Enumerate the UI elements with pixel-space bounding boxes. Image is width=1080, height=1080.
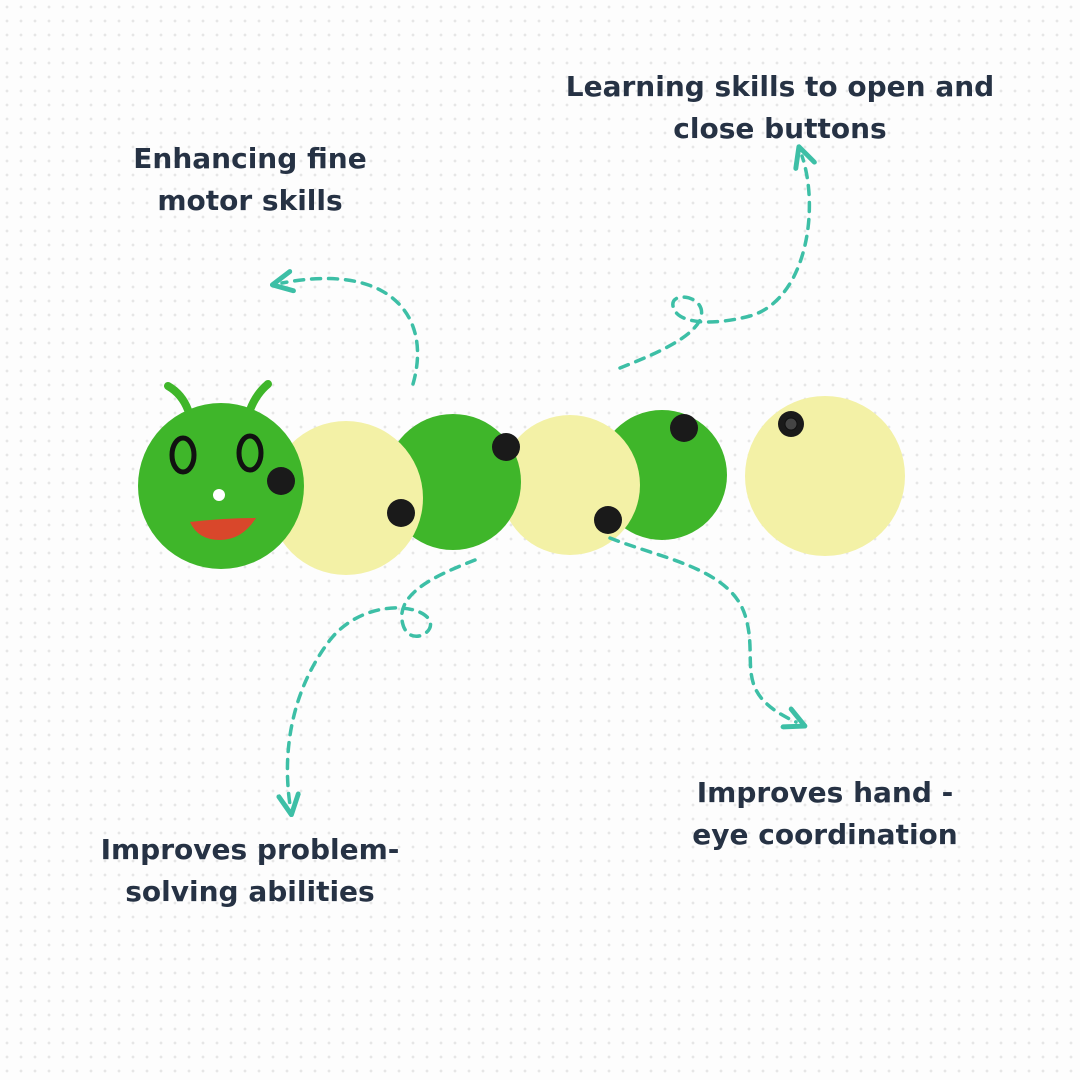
yellow-felt-segment — [745, 396, 905, 556]
felt-button — [387, 499, 415, 527]
yellow-felt-segment — [500, 415, 640, 555]
label-line: Improves hand - — [696, 776, 954, 809]
antenna — [246, 380, 272, 414]
label-line: Enhancing fine — [133, 142, 367, 175]
felt-button — [492, 433, 520, 461]
yellow-felt-segment — [269, 421, 423, 575]
felt-button — [670, 414, 698, 442]
antenna — [164, 382, 192, 414]
label-line: close buttons — [673, 112, 887, 145]
eye — [169, 435, 197, 475]
felt-button — [267, 467, 295, 495]
label-hand-eye-coordination: Improves hand - eye coordination — [660, 772, 990, 856]
nose — [213, 489, 225, 501]
arrow-problem-solving-icon — [276, 558, 477, 818]
eye — [236, 433, 264, 473]
label-fine-motor-skills: Enhancing fine motor skills — [100, 138, 400, 222]
label-line: motor skills — [157, 184, 343, 217]
arrow-buttons-icon — [618, 144, 817, 370]
label-line: Improves problem- — [100, 833, 400, 866]
label-line: eye coordination — [692, 818, 958, 851]
label-line: Learning skills to open and — [565, 70, 995, 103]
label-line: solving abilities — [125, 875, 375, 908]
mouth — [190, 518, 256, 540]
arrow-hand-eye-icon — [608, 536, 808, 730]
caterpillar-toy-image — [138, 380, 905, 575]
label-problem-solving: Improves problem- solving abilities — [70, 829, 430, 913]
caterpillar-head — [138, 380, 304, 569]
arrow-fine-motor-icon — [269, 269, 420, 386]
label-open-close-buttons: Learning skills to open and close button… — [560, 66, 1000, 150]
felt-button — [594, 506, 622, 534]
